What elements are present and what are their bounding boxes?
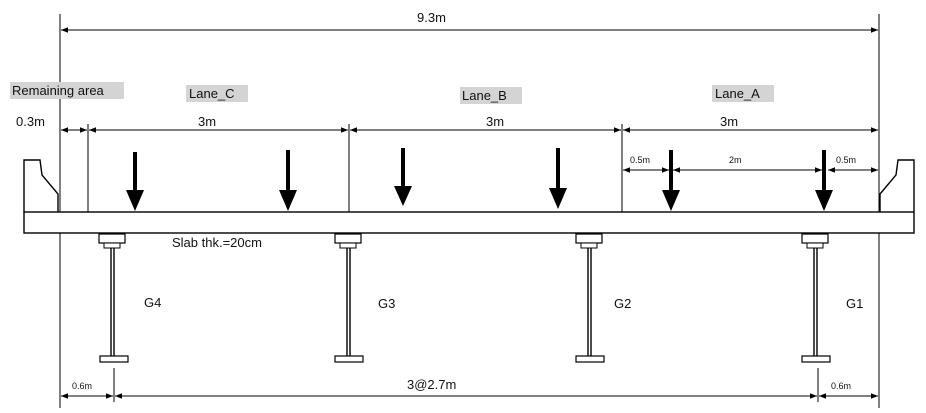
lane-a-label: Lane_A xyxy=(715,86,760,101)
dim-overall: 9.3m xyxy=(417,10,446,25)
lane-c-label: Lane_C xyxy=(189,86,235,101)
girder-label-g3: G3 xyxy=(378,296,395,311)
remaining-area-label-bg xyxy=(10,82,124,99)
dim-wheel-left-edge: 0.5m xyxy=(630,155,650,165)
dim-girder-spacing: 3@2.7m xyxy=(407,377,456,392)
girder-g4-shape xyxy=(98,233,129,363)
lane-b-label: Lane_B xyxy=(462,88,507,103)
wheel-load-arrow xyxy=(662,150,680,211)
girder-label-g4: G4 xyxy=(144,295,161,310)
lane-b-label-bg xyxy=(460,87,522,104)
dim-lane-c: 3m xyxy=(198,114,216,129)
wheel-load-arrow xyxy=(394,148,412,206)
lane-a-label-bg xyxy=(712,85,774,102)
deck-slab xyxy=(23,211,915,234)
girder-g3-shape xyxy=(334,233,364,363)
dim-wheel-right-edge: 0.5m xyxy=(836,155,856,165)
slab-thickness-label: Slab thk.=20cm xyxy=(172,235,262,250)
dim-lane-b: 3m xyxy=(486,114,504,129)
girder-label-g1: G1 xyxy=(846,296,863,311)
barrier-left xyxy=(23,159,59,212)
wheel-load-arrow xyxy=(815,150,833,211)
dim-girder-overhang-right: 0.6m xyxy=(831,381,851,391)
wheel-load-arrow xyxy=(279,150,297,211)
dim-lane-a: 3m xyxy=(720,114,738,129)
wheel-load-arrows xyxy=(126,148,833,211)
dim-remaining: 0.3m xyxy=(16,114,45,129)
girder-g1-shape xyxy=(801,233,831,363)
lane-c-label-bg xyxy=(186,85,248,102)
barrier-right xyxy=(879,159,915,212)
dim-wheel-spacing: 2m xyxy=(729,155,742,165)
dim-girder-overhang-left: 0.6m xyxy=(72,381,92,391)
wheel-load-arrow xyxy=(549,148,567,209)
girder-label-g2: G2 xyxy=(614,296,631,311)
remaining-area-label: Remaining area xyxy=(12,83,105,98)
girder-g2-shape xyxy=(575,233,605,363)
wheel-load-arrow xyxy=(126,152,144,211)
